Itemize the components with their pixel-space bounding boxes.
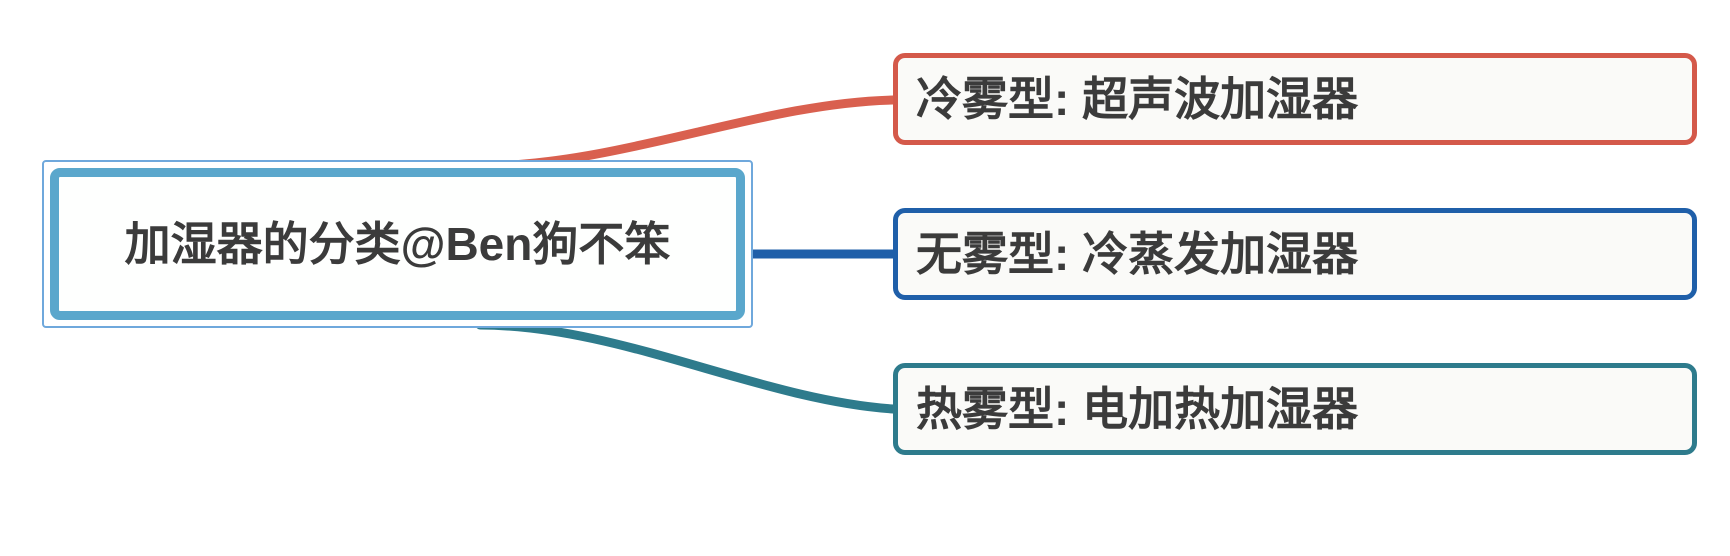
branch-node-label: 无雾型: 冷蒸发加湿器 <box>916 228 1359 280</box>
connector-edge-cold-mist <box>475 95 898 171</box>
branch-node-label: 热雾型: 电加热加湿器 <box>916 383 1359 435</box>
connector-edge-hot-mist <box>475 320 898 414</box>
branch-node-cold-mist[interactable]: 冷雾型: 超声波加湿器 <box>893 53 1697 145</box>
root-node-inner: 加湿器的分类@Ben狗不笨 <box>50 168 745 320</box>
root-node-label: 加湿器的分类@Ben狗不笨 <box>124 218 671 270</box>
root-node[interactable]: 加湿器的分类@Ben狗不笨 <box>42 160 753 328</box>
branch-node-label: 冷雾型: 超声波加湿器 <box>916 73 1359 125</box>
branch-node-hot-mist[interactable]: 热雾型: 电加热加湿器 <box>893 363 1697 455</box>
branch-node-no-mist[interactable]: 无雾型: 冷蒸发加湿器 <box>893 208 1697 300</box>
